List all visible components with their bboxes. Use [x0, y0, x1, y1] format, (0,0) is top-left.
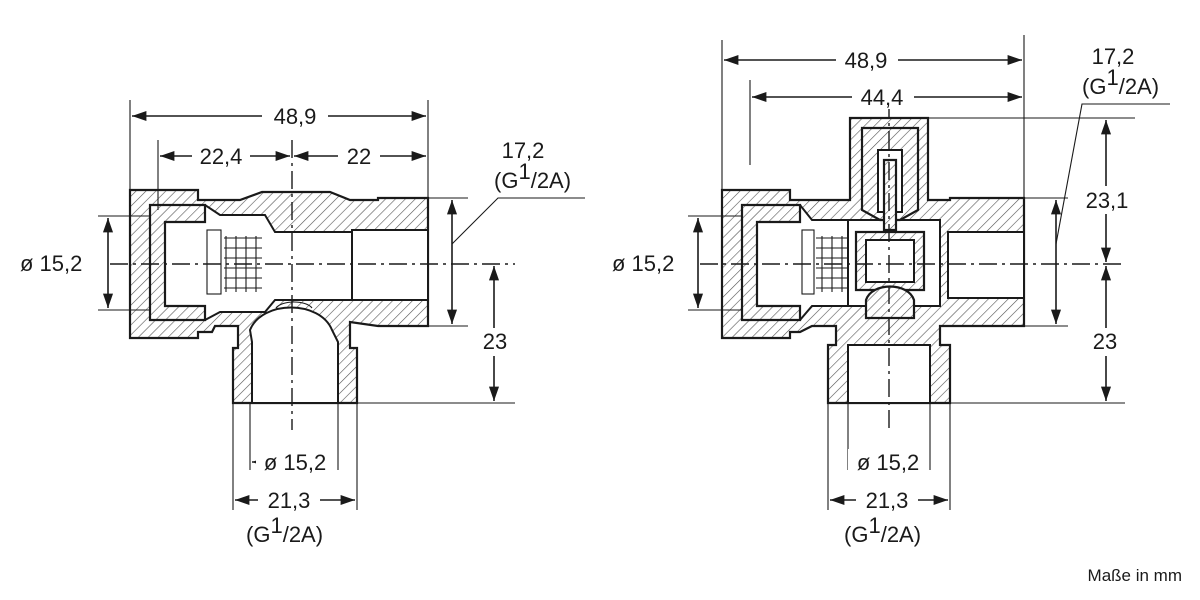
right-inlet-nut: [740, 203, 802, 322]
left-height-label: 23: [483, 329, 507, 354]
units-caption: Maße in mm: [1087, 566, 1182, 585]
right-dim-44-4-label: 44,4: [861, 85, 904, 110]
right-outlet-thread-label: (G1/2A): [1082, 65, 1159, 99]
left-dim-48-9-label: 48,9: [274, 104, 317, 129]
right-tee-fitting: 48,9 44,4 17,2 (G1/2A) 23,1 ø 15,2 23 ø …: [610, 35, 1170, 547]
left-inlet-bore-label: ø 15,2: [20, 251, 82, 276]
left-outlet-thread-label: (G1/2A): [494, 159, 571, 193]
left-valve-seat: [275, 301, 313, 309]
left-outlet-dia-label: 17,2: [502, 138, 545, 163]
left-bottom-bore: [248, 306, 339, 404]
right-valve-seat: [864, 285, 916, 320]
left-dim-22-label: 22: [347, 144, 371, 169]
left-outlet-leader: [451, 197, 585, 245]
left-dim-22-4-label: 22,4: [200, 144, 243, 169]
left-bottom-dia-label: 21,3: [268, 488, 311, 513]
right-spindle-rod: [882, 158, 898, 232]
right-valve-plug-inner: [865, 239, 915, 283]
left-bottom-thread-label: (G1/2A): [246, 513, 323, 547]
right-outlet-dia-label: 17,2: [1092, 44, 1135, 69]
right-bottom-thread-label: (G1/2A): [844, 513, 921, 547]
left-tee-fitting: 48,9 22,4 22 17,2 (G1/2A) ø 15,2 23 ø 15…: [18, 100, 585, 547]
left-outlet-bore: [351, 229, 429, 301]
right-outlet-bore: [947, 231, 1025, 299]
right-top-height-label: 23,1: [1086, 188, 1129, 213]
left-inlet-nut: [148, 203, 207, 322]
right-height-label: 23: [1093, 329, 1117, 354]
right-insert: [801, 229, 815, 295]
right-dim-48-9-label: 48,9: [845, 48, 888, 73]
left-bottom-bore-label: ø 15,2: [264, 450, 326, 475]
left-insert: [206, 229, 222, 295]
right-outlet-leader: [1055, 103, 1170, 245]
right-inlet-bore-label: ø 15,2: [612, 251, 674, 276]
right-bottom-dia-label: 21,3: [866, 488, 909, 513]
right-bottom-bore-label: ø 15,2: [857, 450, 919, 475]
